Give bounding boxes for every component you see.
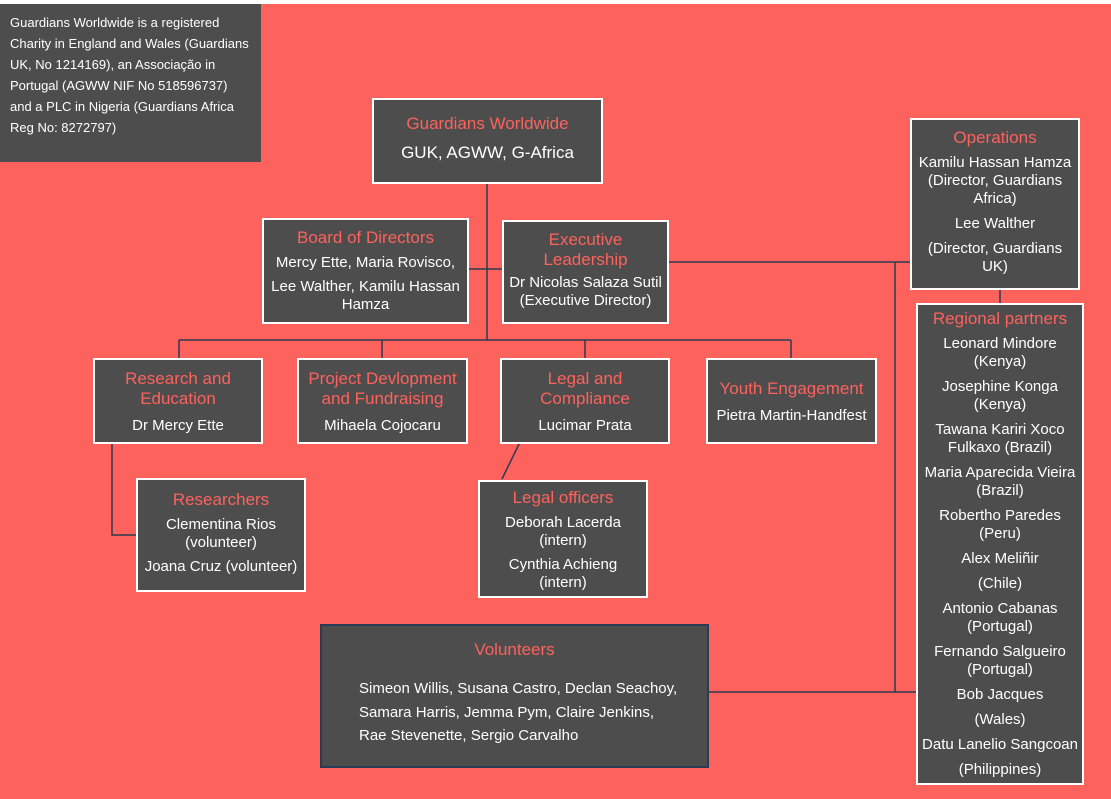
board-box: Board of Directors Mercy Ette, Maria Rov… [262, 218, 469, 324]
regional-partner: (Philippines) [958, 761, 1042, 778]
board-members-2: Lee Walther, Kamilu Hassan Hamza [271, 278, 460, 313]
volunteers-title: Volunteers [474, 640, 555, 659]
project-box: Project Devlopment and Fundraising Mihae… [297, 358, 468, 444]
regional-partner: (Wales) [974, 711, 1026, 728]
legal-officers-person1: Deborah Lacerda (intern) [505, 514, 621, 549]
root-box: Guardians Worldwide GUK, AGWW, G-Africa [372, 98, 603, 184]
regional-partner: Bob Jacques [956, 686, 1044, 703]
researchers-title: Researchers [172, 490, 270, 509]
youth-person: Pietra Martin-Handfest [716, 407, 867, 424]
board-members-1: Mercy Ette, Maria Rovisco, [275, 254, 456, 271]
operations-person2: Lee Walther [954, 215, 1036, 232]
researchers-box: Researchers Clementina Rios (volunteer) … [136, 478, 306, 592]
connector-researchers [111, 442, 137, 536]
regional-partner: Fernando Salgueiro (Portugal) [934, 643, 1066, 678]
project-person: Mihaela Cojocaru [324, 417, 441, 434]
registration-note: Guardians Worldwide is a registered Char… [0, 4, 261, 162]
connector-legal-officers [501, 441, 521, 480]
legal-box: Legal and Compliance Lucimar Prata [500, 358, 670, 444]
legal-person: Lucimar Prata [538, 417, 632, 434]
operations-title: Operations [953, 128, 1037, 147]
board-title: Board of Directors [297, 228, 434, 247]
legal-officers-person2: Cynthia Achieng (intern) [508, 556, 618, 591]
operations-person2-role: (Director, Guardians UK) [927, 240, 1063, 275]
research-person: Dr Mercy Ette [132, 417, 224, 434]
youth-box: Youth Engagement Pietra Martin-Handfest [706, 358, 877, 444]
legal-title: Legal and Compliance [540, 369, 630, 408]
regional-partner: Alex Meliñir [961, 550, 1039, 567]
root-subtitle: GUK, AGWW, G-Africa [401, 143, 574, 162]
operations-person1: Kamilu Hassan Hamza (Director, Guardians… [918, 154, 1072, 207]
research-title: Research and Education [125, 369, 231, 408]
regional-partner: (Chile) [977, 575, 1023, 592]
executive-person: Dr Nicolas Salaza Sutil [509, 274, 662, 291]
executive-role: (Executive Director) [519, 292, 652, 309]
executive-title: Executive Leadership [543, 230, 628, 269]
youth-title: Youth Engagement [719, 379, 864, 398]
volunteers-names: Simeon Willis, Susana Castro, Declan Sea… [359, 680, 678, 744]
regional-partner: Datu Lanelio Sangcoan [922, 736, 1078, 753]
researchers-person2: Joana Cruz (volunteer) [144, 558, 298, 575]
volunteers-box: Volunteers Simeon Willis, Susana Castro,… [320, 624, 709, 768]
regional-partner: Josephine Konga (Kenya) [942, 378, 1058, 413]
project-title: Project Devlopment and Fundraising [308, 369, 457, 408]
regional-title: Regional partners [932, 309, 1068, 328]
executive-box: Executive Leadership Dr Nicolas Salaza S… [502, 220, 669, 324]
regional-partner: Leonard Mindore (Kenya) [943, 335, 1057, 370]
legal-officers-title: Legal officers [512, 488, 614, 507]
regional-partner: Robertho Paredes (Peru) [939, 507, 1061, 542]
regional-partner: Antonio Cabanas (Portugal) [942, 600, 1058, 635]
operations-box: Operations Kamilu Hassan Hamza (Director… [910, 118, 1080, 290]
root-title: Guardians Worldwide [406, 114, 569, 133]
connector-lines [111, 182, 1001, 693]
research-box: Research and Education Dr Mercy Ette [93, 358, 263, 444]
regional-box: Regional partners Leonard Mindore (Kenya… [916, 303, 1084, 785]
researchers-person1: Clementina Rios (volunteer) [165, 516, 277, 551]
regional-partner: Maria Aparecida Vieira (Brazil) [924, 464, 1076, 499]
legal-officers-box: Legal officers Deborah Lacerda (intern) … [478, 480, 648, 598]
regional-partner: Tawana Kariri Xoco Fulkaxo (Brazil) [935, 421, 1065, 456]
org-chart: Guardians Worldwide is a registered Char… [0, 4, 1111, 799]
regional-list: Leonard Mindore (Kenya) Josephine Konga … [918, 335, 1082, 779]
